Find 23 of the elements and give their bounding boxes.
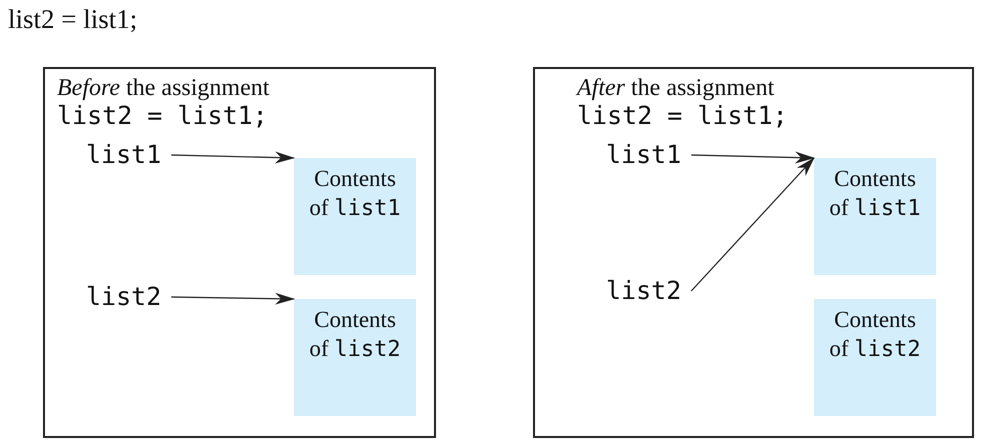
memory-block	[814, 158, 936, 275]
memory-block	[294, 158, 416, 275]
code-statement: list2 = list1;	[57, 101, 268, 130]
variable-label: list1	[606, 140, 682, 170]
variable-label: list2	[86, 282, 162, 312]
memory-block	[814, 299, 936, 416]
box-text: Contents of list2	[308, 306, 402, 364]
arrow	[171, 152, 295, 164]
arrow	[690, 157, 815, 292]
variable-label: list2	[606, 276, 682, 306]
code-statement: list2 = list1;	[577, 101, 788, 130]
box-text: Contents of list2	[828, 306, 922, 364]
arrow	[171, 292, 295, 305]
panel	[43, 67, 436, 438]
box-text: Contents of list1	[308, 165, 402, 223]
box-text: Contents of list1	[828, 165, 922, 223]
variable-label: list1	[86, 140, 162, 170]
panel-heading: Before the assignment	[57, 75, 270, 102]
memory-block	[294, 299, 416, 416]
arrow	[691, 152, 815, 164]
panel	[533, 67, 974, 438]
code-statement: list2 = list1;	[8, 4, 138, 35]
panel-heading: After the assignment	[577, 75, 774, 102]
